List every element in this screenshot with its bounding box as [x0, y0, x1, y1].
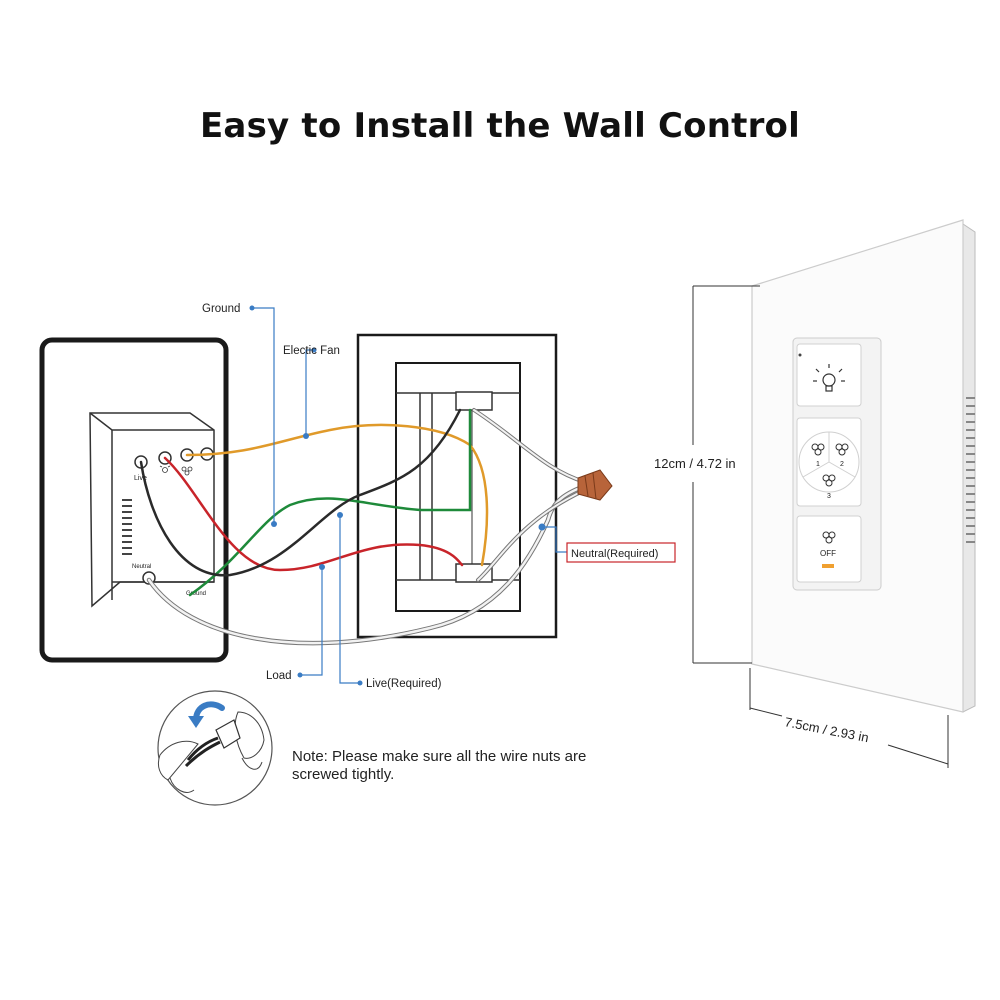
fan-icon	[181, 466, 193, 476]
light-button	[796, 343, 862, 407]
bulb-icon	[159, 465, 171, 473]
fan-callout-dot	[311, 347, 317, 353]
load-callout-dot	[297, 672, 303, 678]
load-wire-dot	[319, 564, 325, 570]
fan-speed-1-icon	[811, 443, 825, 456]
fan-speed-2-icon	[835, 443, 849, 456]
note-line-2: screwed tightly.	[292, 766, 395, 783]
speed-1-label: 1	[816, 461, 820, 468]
wires	[139, 408, 588, 646]
note-line-1: Note: Please make sure all the wire nuts…	[292, 748, 587, 765]
module-neutral-label: Neutral	[132, 564, 151, 570]
off-button	[796, 515, 862, 583]
lightbulb-icon	[813, 364, 845, 392]
installation-note: Note: Please make sure all the wire nuts…	[292, 748, 672, 784]
electrical-box	[356, 333, 558, 639]
neutral-label-box	[566, 542, 676, 563]
neutral-required-label: Neutral(Required)	[571, 548, 658, 560]
module-ground-label: Ground	[186, 591, 206, 597]
ground-callout-dot	[249, 305, 255, 311]
callouts	[252, 307, 568, 684]
fan-speed-3-icon	[822, 474, 836, 487]
ground-label: Ground	[202, 303, 240, 315]
module-live-label: Live	[134, 475, 147, 482]
live-callout-dot	[357, 680, 363, 686]
height-dimension-label: 12cm / 4.72 in	[654, 456, 736, 471]
width-dimension-label: 7.5cm / 2.93 in	[783, 714, 870, 745]
electric-fan-label: Electic Fan	[283, 345, 340, 357]
live-required-label: Live(Required)	[366, 678, 442, 690]
load-label: Load	[266, 670, 292, 682]
neutral-wire-dot	[538, 523, 546, 531]
speed-3-label: 3	[827, 493, 831, 500]
wire-nut	[577, 469, 613, 501]
live-wire-dot	[337, 512, 343, 518]
dimension-lines	[692, 285, 949, 768]
fan-wire-dot	[303, 433, 309, 439]
page-title: Easy to Install the Wall Control	[200, 106, 800, 146]
off-label: OFF	[820, 549, 836, 558]
twist-illustration	[157, 690, 273, 806]
status-led	[822, 564, 834, 568]
fan-off-icon	[822, 531, 836, 544]
ground-wire-dot	[271, 521, 277, 527]
speed-2-label: 2	[840, 461, 844, 468]
wall-control-device: 1 2 3 OFF	[751, 219, 976, 713]
